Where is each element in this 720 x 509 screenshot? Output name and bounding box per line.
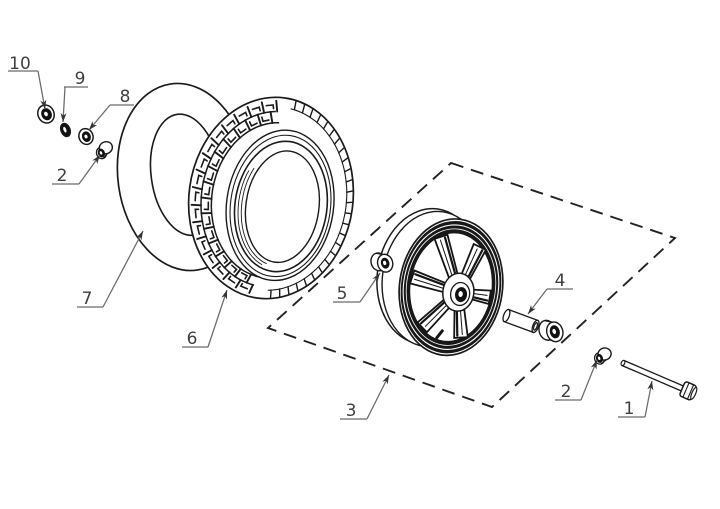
axle-spacer <box>502 308 540 334</box>
callout-tire: 6 <box>182 289 228 349</box>
callout-leader <box>78 154 101 185</box>
callout-axle-nut-left: 2 <box>52 154 101 186</box>
callout-label: 2 <box>561 382 572 402</box>
tire-inner-well <box>244 150 321 264</box>
callout-label: 2 <box>57 166 68 186</box>
callout-label: 6 <box>187 329 198 349</box>
callout-label: 7 <box>82 289 93 309</box>
callout-leader <box>207 289 228 348</box>
tire <box>187 96 355 300</box>
callout-leader <box>37 70 47 110</box>
callout-inner-tube: 7 <box>77 230 144 309</box>
callout-wheel-assembly-boundary: 3 <box>340 374 390 421</box>
bead-lip-inner <box>229 134 332 278</box>
callout-washer: 8 <box>88 87 134 131</box>
assembly-boundary-dashed-box <box>266 161 677 409</box>
spacer-washer <box>59 122 72 138</box>
bead-lip-outer <box>225 129 335 282</box>
callout-leader <box>60 86 67 123</box>
wheel-rim <box>376 207 504 357</box>
callout-label: 4 <box>555 271 566 291</box>
callout-label: 10 <box>9 54 31 74</box>
flanged-washer <box>37 104 55 124</box>
bearing <box>370 252 394 273</box>
callout-bearing: 5 <box>333 272 381 304</box>
callout-leader <box>102 230 144 308</box>
callout-leader <box>366 374 390 420</box>
washer <box>78 127 94 146</box>
callout-spacer-washer: 9 <box>60 69 88 123</box>
callout-leader <box>88 104 111 131</box>
axle-nut-left <box>95 140 114 160</box>
tread-mid-line <box>200 110 276 286</box>
callouts: 10 9 8 2 7 6 3 5 4 2 1 <box>8 54 654 421</box>
callout-label: 5 <box>337 284 348 304</box>
callout-label: 1 <box>624 399 635 419</box>
tire-shoulder-line <box>267 108 348 291</box>
axle-bolt <box>620 359 698 401</box>
callout-leader <box>359 272 381 303</box>
callout-label: 3 <box>346 401 357 421</box>
callout-label: 9 <box>75 69 86 89</box>
callout-flanged-washer: 10 <box>8 54 47 110</box>
callout-axle-nut-right: 2 <box>555 359 598 402</box>
tire-opening <box>233 140 329 273</box>
callout-leader <box>527 288 548 315</box>
seal-bearing <box>538 319 564 343</box>
callout-axle-spacer: 4 <box>527 271 573 315</box>
callout-leader <box>644 380 654 418</box>
callout-axle-bolt: 1 <box>618 380 654 419</box>
callout-leader <box>580 359 598 401</box>
callout-label: 8 <box>120 87 131 107</box>
